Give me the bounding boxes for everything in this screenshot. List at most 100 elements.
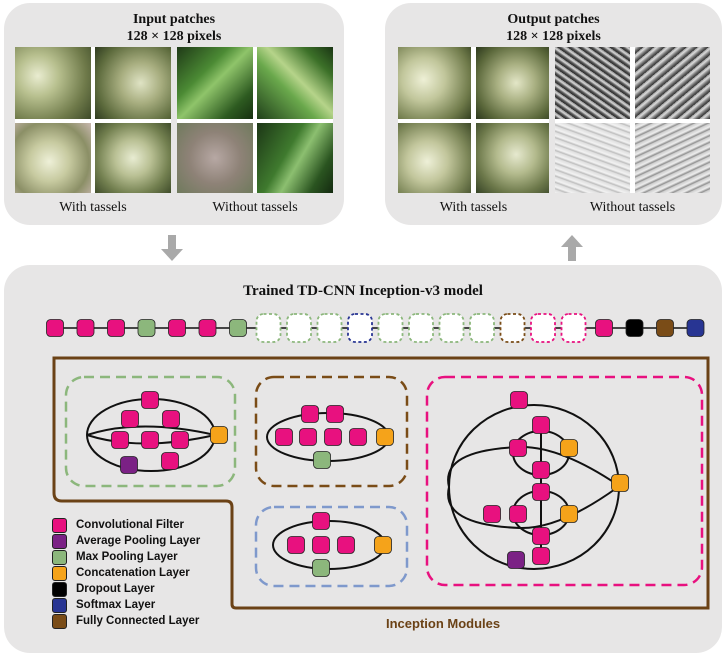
no-tassel-patch-4 bbox=[257, 123, 333, 193]
pipeline-layer-conv bbox=[107, 319, 125, 337]
input-title-line2: 128 × 128 pixels bbox=[126, 29, 222, 44]
legend-item: Softmax Layer bbox=[52, 597, 200, 613]
pipeline-row bbox=[46, 313, 705, 343]
module-node-conv bbox=[532, 527, 550, 545]
module-node-conv bbox=[532, 461, 550, 479]
out-tassel-patch-1 bbox=[398, 47, 471, 119]
output-caption-with: With tassels bbox=[439, 200, 508, 215]
pipeline-inception-module-green bbox=[408, 313, 434, 343]
out-tassel-patch-2 bbox=[476, 47, 549, 119]
pipeline-layer-conv bbox=[198, 319, 217, 337]
pipeline-layer-conv bbox=[46, 319, 64, 337]
inception-modules-label: Inception Modules bbox=[386, 616, 501, 631]
pipeline-layer-fc bbox=[656, 319, 674, 337]
module-node-conv bbox=[326, 405, 344, 423]
module-node-concat bbox=[611, 474, 629, 492]
module-node-concat bbox=[560, 439, 578, 457]
module-node-conv bbox=[532, 547, 550, 565]
output-title-line2: 128 × 128 pixels bbox=[506, 29, 601, 44]
module-node-conv bbox=[121, 410, 139, 428]
pipeline-inception-module-green bbox=[377, 313, 404, 343]
input-caption-without: Without tassels bbox=[212, 200, 298, 215]
legend-swatch bbox=[52, 597, 67, 613]
output-title-line1: Output patches bbox=[507, 12, 600, 27]
pipeline-layer-dropout bbox=[625, 319, 644, 337]
legend-item: Convolutional Filter bbox=[52, 517, 200, 533]
legend-label: Convolutional Filter bbox=[76, 519, 184, 531]
module-node-conv bbox=[532, 416, 550, 434]
input-with-tassels-image bbox=[15, 47, 171, 193]
no-tassel-patch-3 bbox=[177, 123, 253, 193]
module-node-conv bbox=[111, 431, 129, 449]
legend-swatch bbox=[52, 533, 67, 549]
module-node-conv bbox=[509, 439, 527, 457]
module-node-conv bbox=[301, 405, 319, 423]
module-node-conv bbox=[161, 452, 179, 470]
model-title: Trained TD-CNN Inception-v3 model bbox=[243, 283, 483, 299]
inception-frame bbox=[52, 356, 710, 610]
pipeline-layer-maxpool bbox=[229, 319, 247, 337]
module-node-maxpool bbox=[313, 451, 331, 469]
legend-swatch bbox=[52, 581, 67, 597]
module-node-conv bbox=[312, 512, 330, 530]
legend-swatch bbox=[52, 613, 67, 629]
module-node-conv bbox=[162, 410, 180, 428]
module-node-conv bbox=[532, 483, 550, 501]
module-node-conv bbox=[312, 536, 330, 554]
output-caption-without: Without tassels bbox=[589, 200, 676, 215]
legend-label: Fully Connected Layer bbox=[76, 615, 200, 627]
tassel-patch-4 bbox=[95, 123, 171, 193]
tassel-patch-3 bbox=[15, 123, 91, 193]
input-without-tassels-image bbox=[177, 47, 333, 193]
module-node-conv bbox=[141, 431, 159, 449]
out-tassel-patch-3 bbox=[398, 123, 471, 193]
pipeline-inception-module-green bbox=[255, 313, 282, 343]
module-node-conv bbox=[275, 428, 293, 446]
legend-swatch bbox=[52, 549, 67, 565]
pipeline-inception-module-pink bbox=[530, 313, 556, 343]
pipeline-layer-softmax bbox=[686, 319, 705, 337]
module-blue-box bbox=[254, 505, 409, 588]
module-node-concat bbox=[210, 426, 228, 444]
out-no-tassel-patch-4 bbox=[635, 123, 710, 193]
input-title-line1: Input patches bbox=[132, 12, 216, 27]
legend-swatch bbox=[52, 517, 67, 533]
module-node-concat bbox=[376, 428, 394, 446]
module-green-box bbox=[64, 375, 237, 488]
legend-item: Average Pooling Layer bbox=[52, 533, 200, 549]
no-tassel-patch-2 bbox=[257, 47, 333, 119]
pipeline-inception-module-navy bbox=[347, 313, 373, 343]
module-node-conv bbox=[509, 505, 527, 523]
pipeline-layer-maxpool bbox=[137, 319, 156, 337]
up-arrow-icon bbox=[561, 235, 583, 261]
input-caption-with: With tassels bbox=[59, 200, 127, 215]
pipeline-layer-conv bbox=[168, 319, 186, 337]
module-nodes bbox=[111, 391, 629, 577]
module-node-concat bbox=[374, 536, 392, 554]
legend-label: Max Pooling Layer bbox=[76, 551, 178, 563]
pipeline-layer-conv bbox=[595, 319, 613, 337]
pipeline-inception-module-green bbox=[316, 313, 343, 343]
out-no-tassel-patch-3 bbox=[555, 123, 630, 193]
pipeline-inception-module-pink bbox=[560, 313, 587, 343]
module-node-maxpool bbox=[312, 559, 330, 577]
no-tassel-patch-1 bbox=[177, 47, 253, 119]
module-node-conv bbox=[337, 536, 355, 554]
module-node-conv bbox=[299, 428, 317, 446]
tassel-patch-1 bbox=[15, 47, 91, 119]
legend-label: Softmax Layer bbox=[76, 599, 156, 611]
legend-label: Dropout Layer bbox=[76, 583, 155, 595]
down-arrow-icon bbox=[161, 235, 183, 261]
legend-item: Max Pooling Layer bbox=[52, 549, 200, 565]
legend-label: Concatenation Layer bbox=[76, 567, 190, 579]
module-node-concat bbox=[560, 505, 578, 523]
module-node-conv bbox=[510, 391, 528, 409]
out-no-tassel-patch-2 bbox=[635, 47, 710, 119]
module-node-conv bbox=[171, 431, 189, 449]
module-node-avgpool bbox=[507, 551, 525, 569]
legend-item: Concatenation Layer bbox=[52, 565, 200, 581]
output-without-tassels-image bbox=[555, 47, 710, 193]
module-node-conv bbox=[324, 428, 342, 446]
